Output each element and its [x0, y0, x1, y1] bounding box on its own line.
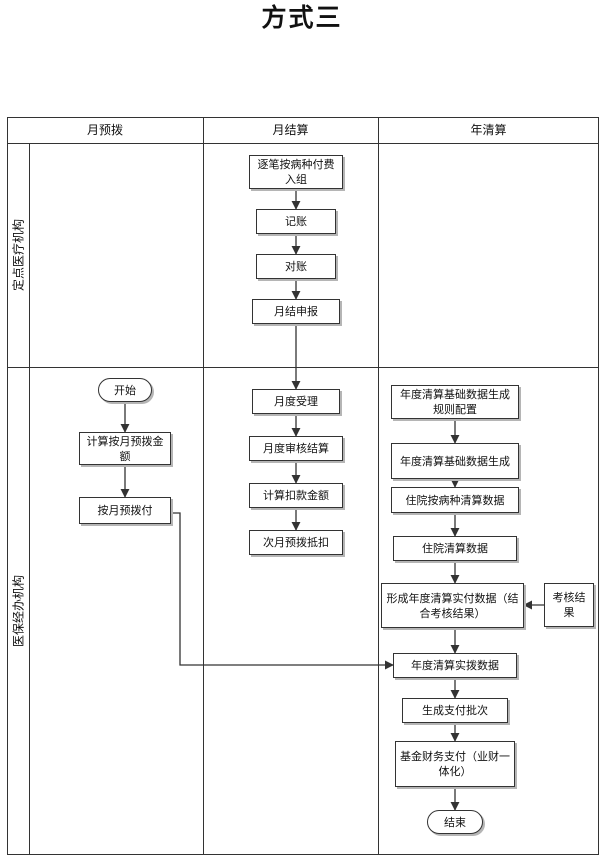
node-rule-config: 年度清算基础数据生成规则配置: [391, 385, 519, 419]
column-header-monthly-prepay: 月预拨: [86, 123, 123, 137]
node-fund-payment: 基金财务支付（业财一体化）: [395, 741, 515, 787]
node-annual-allocate: 年度清算实拨数据: [393, 653, 517, 678]
header-divider: [7, 143, 599, 144]
node-end: 结束: [427, 810, 483, 834]
node-monthly-review: 月度审核结算: [249, 436, 343, 461]
column-divider-2: [378, 117, 379, 855]
node-assessment: 考核结果: [544, 583, 594, 627]
node-calc-deduct: 计算扣款金额: [249, 483, 343, 508]
node-next-month-offset: 次月预拨抵扣: [249, 530, 343, 555]
node-settle-upload: 逐笔按病种付费入组: [249, 155, 343, 189]
node-base-data-gen: 年度清算基础数据生成: [391, 443, 519, 479]
node-inpatient-data: 住院清算数据: [393, 536, 517, 561]
node-drg-data: 住院按病种清算数据: [391, 487, 519, 513]
node-monthly-accept: 月度受理: [252, 389, 340, 414]
node-start: 开始: [98, 378, 152, 402]
node-monthly-prepay: 按月预拨付: [79, 497, 171, 524]
diagram-title: 方式三: [261, 3, 343, 32]
node-annual-actual: 形成年度清算实付数据（结合考核结果）: [381, 583, 524, 628]
node-bookkeeping: 记账: [256, 209, 336, 234]
column-divider-1: [203, 117, 204, 855]
node-payment-batch: 生成支付批次: [402, 698, 508, 723]
node-reconcile: 对账: [256, 254, 336, 279]
lane-divider: [7, 367, 599, 368]
node-monthly-report: 月结申报: [252, 299, 340, 324]
column-header-annual-clearing: 年清算: [470, 123, 507, 137]
swimlane-frame: [7, 117, 599, 855]
node-calc-prepay: 计算按月预拨金额: [79, 432, 171, 465]
column-header-monthly-settlement: 月结算: [272, 123, 309, 137]
arrow-prepay-to-annual-allocate: [171, 512, 394, 670]
label-column-divider: [29, 143, 30, 855]
